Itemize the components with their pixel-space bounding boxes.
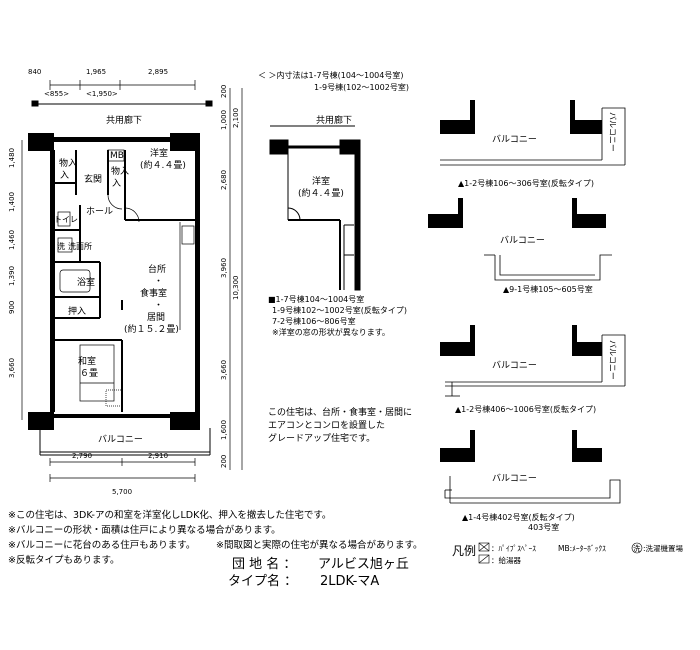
balcony-1-caption: ▲1-2号棟106～306号室(反転タイプ) (458, 178, 594, 188)
balcony-1-side-label: バルコニー (608, 112, 617, 152)
right-dim-b-0: 2,100 (232, 108, 240, 128)
main-plan-walls (28, 133, 200, 430)
footnote-1: ※この住宅は、3DK-アの和室を洋室化しLDK化、押入を撤去した住宅です。 (8, 510, 332, 521)
balcony-4-caption-2: 403号室 (528, 522, 559, 532)
balcony-4-caption: ▲1-4号棟402号室(反転タイプ) (462, 512, 575, 522)
right-dim-b-1: 10,300 (232, 276, 240, 301)
balcony-2-label: バルコニー (500, 235, 545, 246)
bottom-dim-2: 2,910 (148, 452, 168, 460)
complex-name-label: 団 地 名 ： (232, 557, 297, 572)
balcony-1-label: バルコニー (492, 134, 537, 145)
top-dim-2: 1,965 (86, 68, 106, 76)
alt-plan-note-3: 7-2号棟106～806号室 (272, 317, 356, 326)
right-dim-a-1: 2,680 (220, 170, 228, 190)
alt-room-label: 洋室 (312, 175, 330, 187)
balcony-3-caption: ▲1-2号棟406～1006号室(反転タイプ) (455, 404, 596, 414)
left-dim-2: 1,460 (8, 230, 16, 250)
balcony-variant-4 (440, 430, 621, 504)
kitchen-label-1: 台所 (148, 263, 166, 275)
kitchen-label-3: 食事室 (140, 287, 167, 299)
alt-plan-note-1: ■1-7号棟104～1004号室 (268, 295, 365, 304)
left-dim-4: 900 (8, 301, 16, 314)
japanese-room-size: ６畳 (80, 368, 98, 379)
kitchen-label-2: ・ (154, 277, 163, 287)
legend-symbols (478, 542, 643, 564)
alt-plan-walls (269, 125, 361, 291)
storage-label-1b: 入 (60, 170, 69, 181)
dimension-lines (21, 80, 243, 482)
legend-washer-symbol: 洗 (633, 544, 641, 553)
balcony-label: バルコニー (98, 434, 143, 445)
washroom-label: 洗面所 (68, 241, 92, 251)
right-dim-a-2: 3,960 (220, 258, 228, 278)
complex-name-value: アルビス旭ヶ丘 (318, 557, 409, 572)
footnote-3: ※バルコニーに花台のある住戸もあります。 (8, 540, 196, 551)
left-dim-0: 1,480 (8, 148, 16, 168)
legend-meter-box: MB:ﾒｰﾀｰﾎﾞｯｸｽ (558, 544, 606, 553)
storage-label-2b: 入 (112, 178, 121, 189)
type-name-label: タイプ名 ： (228, 574, 298, 589)
alt-corridor-label: 共用廊下 (316, 114, 352, 126)
hall-label: ホール (86, 206, 113, 217)
corridor-label: 共用廊下 (106, 114, 142, 126)
meter-box-label: MB (110, 151, 124, 161)
interior-walls (55, 150, 195, 412)
legend-water-heater: ：給湯器 (491, 556, 521, 565)
closet-label: 押入 (68, 305, 86, 317)
legend-pipe-space: ：ﾊﾟｲﾌﾟｽﾍﾟｰｽ (491, 544, 536, 553)
top-dim-2-alt: <1,950> (86, 90, 118, 98)
alt-plan-note-4: ※洋室の窓の形状が異なります。 (272, 328, 390, 337)
footnote-2: ※バルコニーの形状・面積は住戸により異なる場合があります。 (8, 525, 281, 536)
alt-room-size: (約４.４畳) (298, 187, 344, 199)
kitchen-label-5: 居間 (147, 312, 165, 323)
left-dim-5: 3,660 (8, 358, 16, 378)
left-dim-1: 1,400 (8, 192, 16, 212)
balcony-variant-1 (440, 100, 626, 166)
balcony-variant-3 (440, 325, 626, 397)
upgrade-note-1: この住宅は、台所・食事室・居間に (268, 408, 413, 418)
kitchen-label-6: (約１５.２畳) (124, 323, 179, 335)
legend-title: 凡例 (452, 544, 477, 558)
right-dim-a-4: 1,600 (220, 420, 228, 440)
storage-label-2: 物入 (111, 165, 129, 177)
footnote-5: ※反転タイプもあります。 (8, 555, 120, 566)
upgrade-note-2: エアコンとコンロを設置した (268, 421, 386, 431)
balcony-2-caption: ▲9-1号棟105～605号室 (503, 284, 593, 294)
entrance-label: 玄関 (84, 173, 102, 185)
balcony-variant-2 (428, 198, 612, 281)
right-dim-a-0: 1,000 (220, 110, 228, 130)
top-dim-3: 2,895 (148, 68, 168, 76)
right-dim-b-3: 200 (220, 455, 228, 468)
right-dim-b-2: 200 (220, 85, 228, 98)
inner-dim-note-1: ＜ ＞内寸法は1-7号棟(104～1004号室) (258, 71, 404, 80)
western-room-size: (約４.４畳) (140, 159, 186, 171)
washer-label: 洗 (57, 241, 65, 251)
western-room-label: 洋室 (150, 147, 168, 159)
balcony-3-side-label: バルコニー (608, 340, 617, 380)
top-dim-1: 840 (28, 68, 41, 76)
bottom-dim-total: 5,700 (112, 488, 132, 496)
storage-label-1: 物入 (59, 157, 77, 169)
bottom-dim-1: 2,790 (72, 452, 92, 460)
japanese-room-label: 和室 (78, 355, 96, 367)
upgrade-note-3: グレードアップ住宅です。 (268, 434, 376, 444)
balcony-4-label: バルコニー (492, 473, 537, 484)
right-dim-a-3: 3,660 (220, 360, 228, 380)
toilet-label: トイレ (54, 215, 78, 224)
balcony-3-label: バルコニー (492, 360, 537, 371)
footnote-4: ※間取図と実際の住宅が異なる場合があります。 (216, 540, 423, 551)
alt-plan-note-2: 1-9号棟102～1002号室(反転タイプ) (272, 306, 407, 315)
kitchen-label-4: ・ (154, 301, 163, 311)
left-dim-3: 1,390 (8, 266, 16, 286)
legend-washer-text: :洗濯機置場 (643, 544, 684, 553)
type-name-value: 2LDK-マA (320, 574, 380, 589)
inner-dim-note-2: 1-9号棟(102～1002号室) (314, 83, 409, 92)
top-dim-1-alt: <855> (44, 90, 69, 98)
bathroom-label: 浴室 (77, 276, 95, 288)
